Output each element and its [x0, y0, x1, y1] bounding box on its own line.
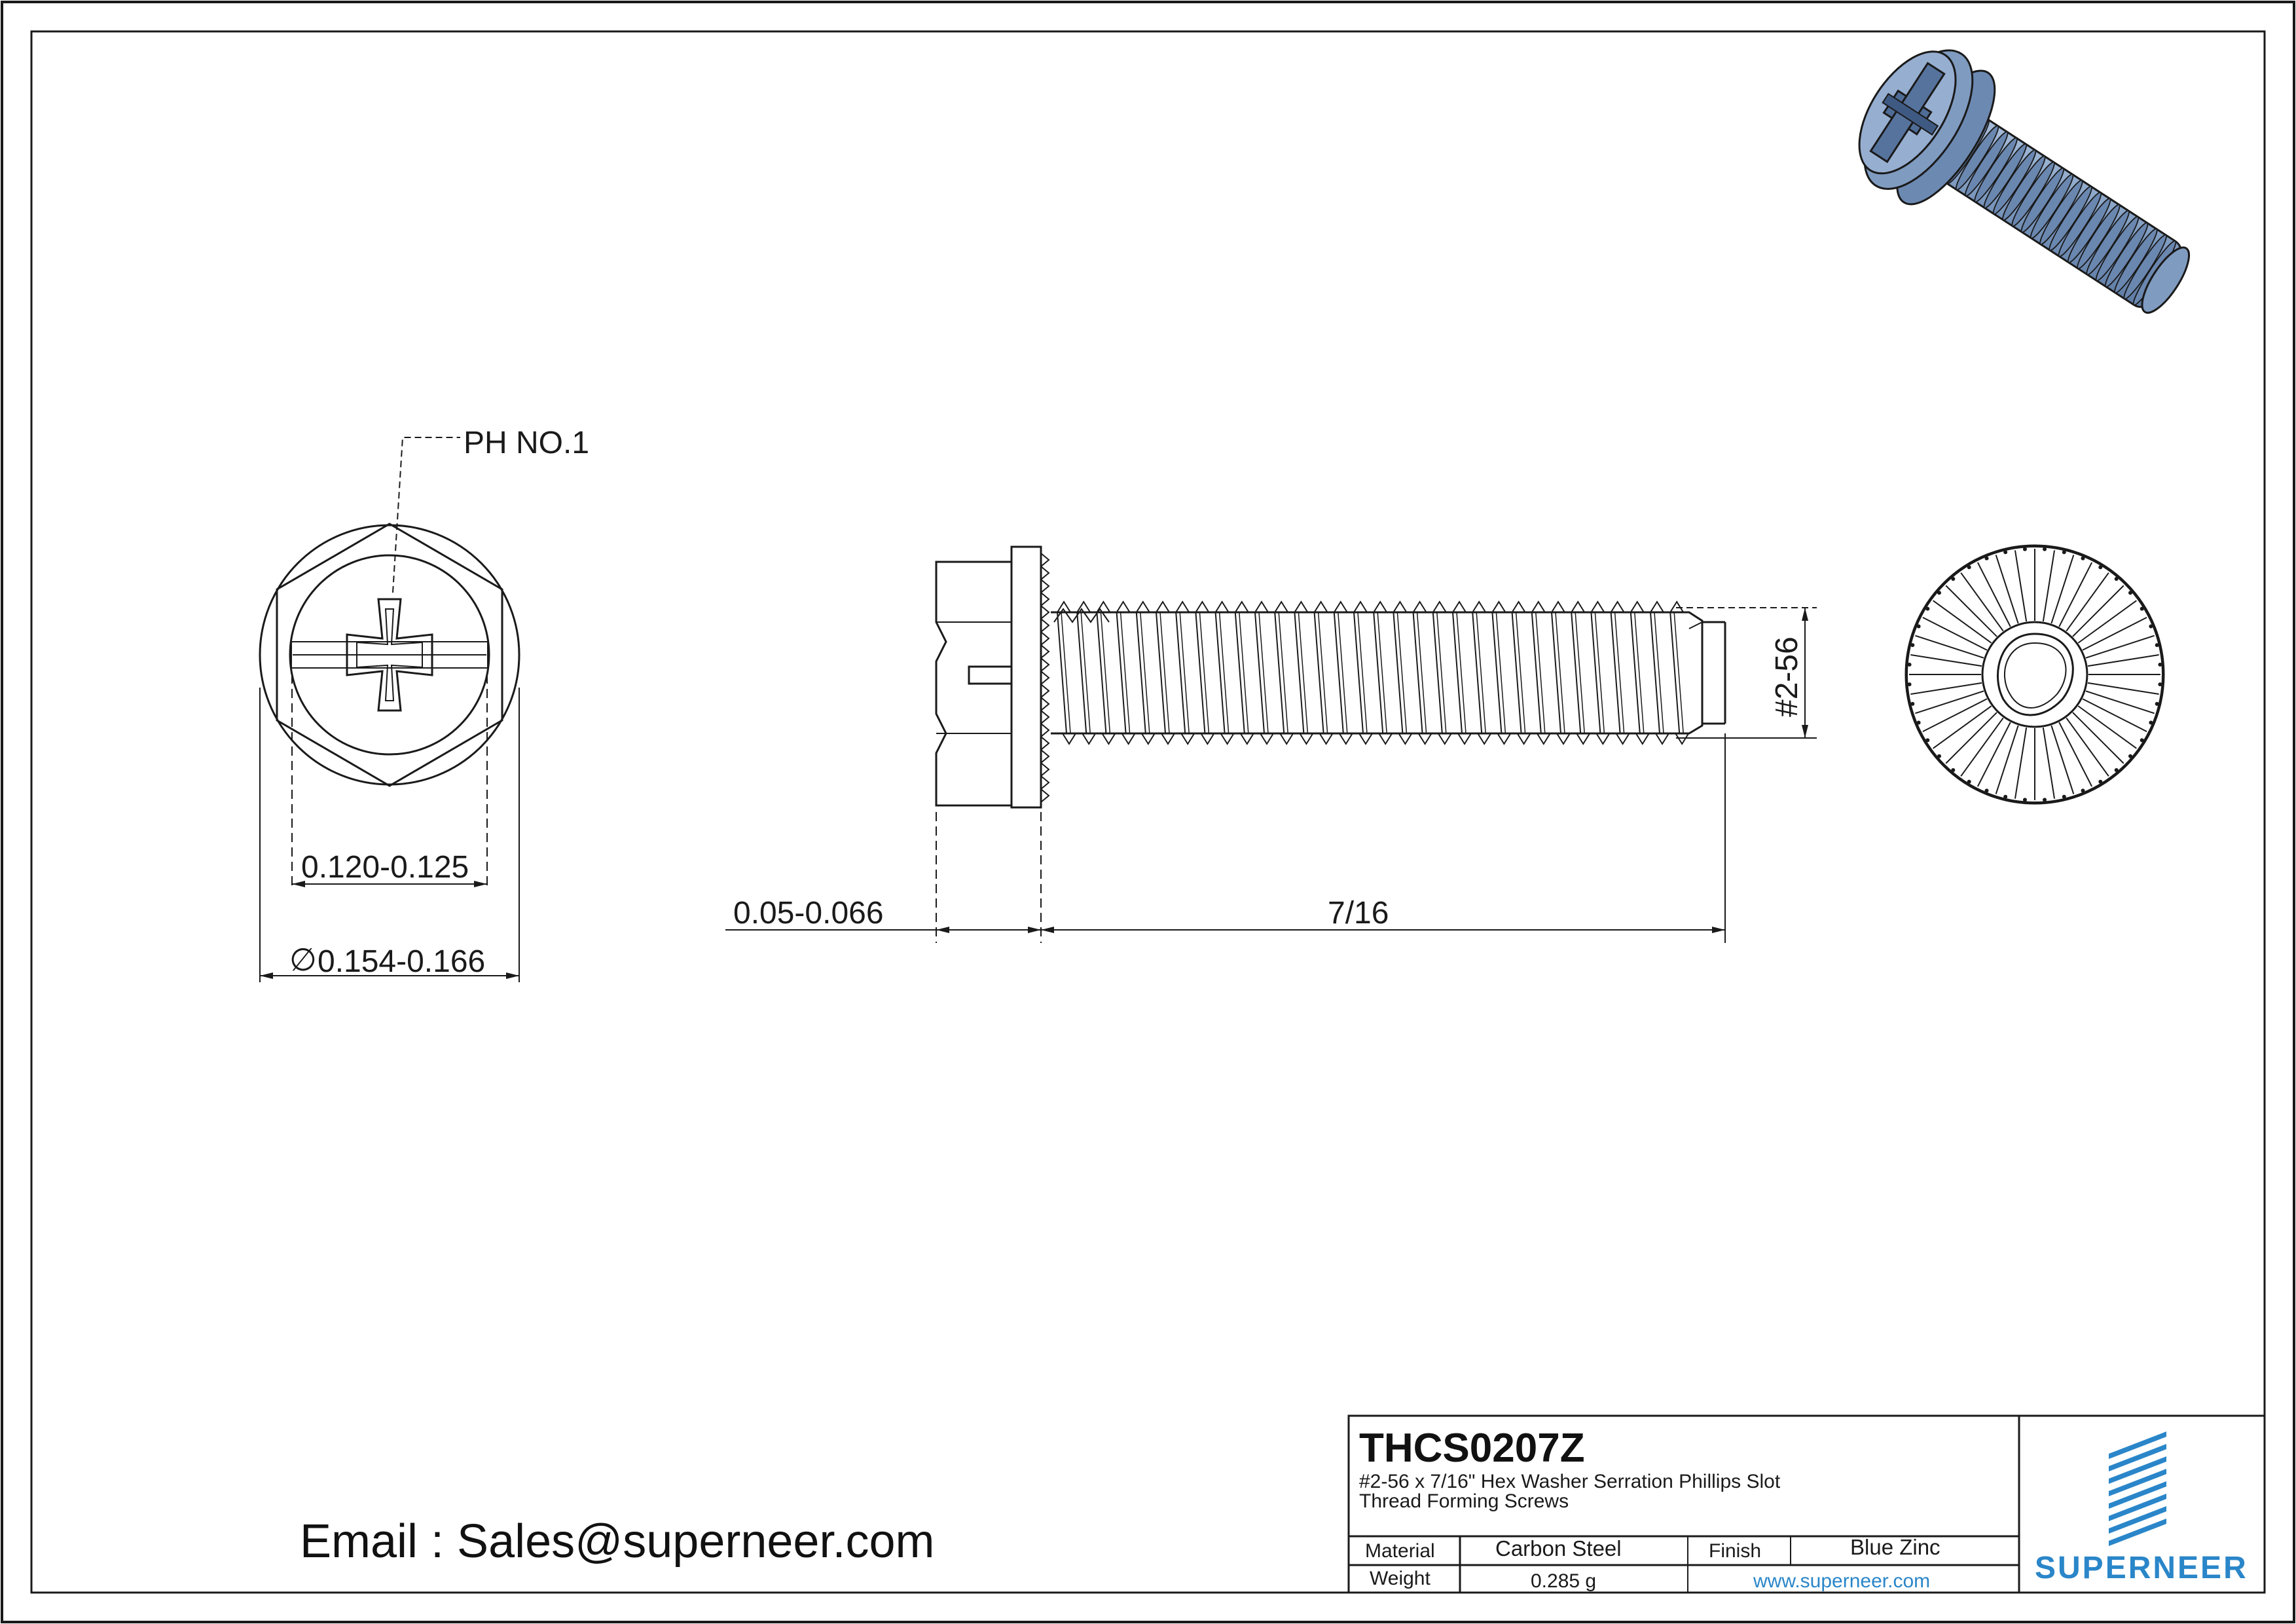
finish-value: Blue Zinc — [1850, 1535, 1941, 1559]
length-text: 7/16 — [1328, 896, 1389, 931]
weight-label: Weight — [1370, 1568, 1430, 1589]
material-label: Material — [1365, 1540, 1435, 1562]
thread-size-text: #2-56 — [1770, 637, 1804, 717]
part-number: THCS0207Z — [1359, 1426, 1585, 1471]
part-description-line1: #2-56 x 7/16" Hex Washer Serration Phill… — [1359, 1471, 1781, 1492]
diameter-symbol: ∅ — [289, 943, 317, 978]
phillips-callout-label: PH NO.1 — [464, 426, 589, 460]
screw-side-view — [935, 545, 1726, 809]
thread-lines — [1057, 600, 1690, 745]
side-dimensions — [725, 607, 1817, 943]
washer-serrations — [1907, 547, 2162, 802]
slot-width-text: 0.120-0.125 — [301, 850, 469, 885]
inner-frame — [30, 30, 2266, 1594]
brand-name: SUPERNEER — [2035, 1551, 2248, 1585]
superneer-logo-icon — [2109, 1431, 2166, 1546]
part-description-line2: Thread Forming Screws — [1359, 1490, 1569, 1512]
finish-label: Finish — [1709, 1540, 1761, 1562]
slot-width-dimension — [291, 674, 488, 891]
contact-email[interactable]: Email : Sales@superneer.com — [300, 1515, 935, 1568]
material-value: Carbon Steel — [1495, 1536, 1622, 1560]
website-link[interactable]: www.superneer.com — [1753, 1570, 1930, 1592]
diameter-dimension — [259, 688, 520, 982]
screw-3d-render — [1858, 49, 2190, 314]
diameter-text: 0.154-0.166 — [318, 944, 485, 979]
head-top-view — [259, 437, 520, 787]
weight-value: 0.285 g — [1531, 1570, 1596, 1592]
washer-thickness-text: 0.05-0.066 — [733, 896, 884, 931]
washer-end-view — [1904, 544, 2165, 805]
